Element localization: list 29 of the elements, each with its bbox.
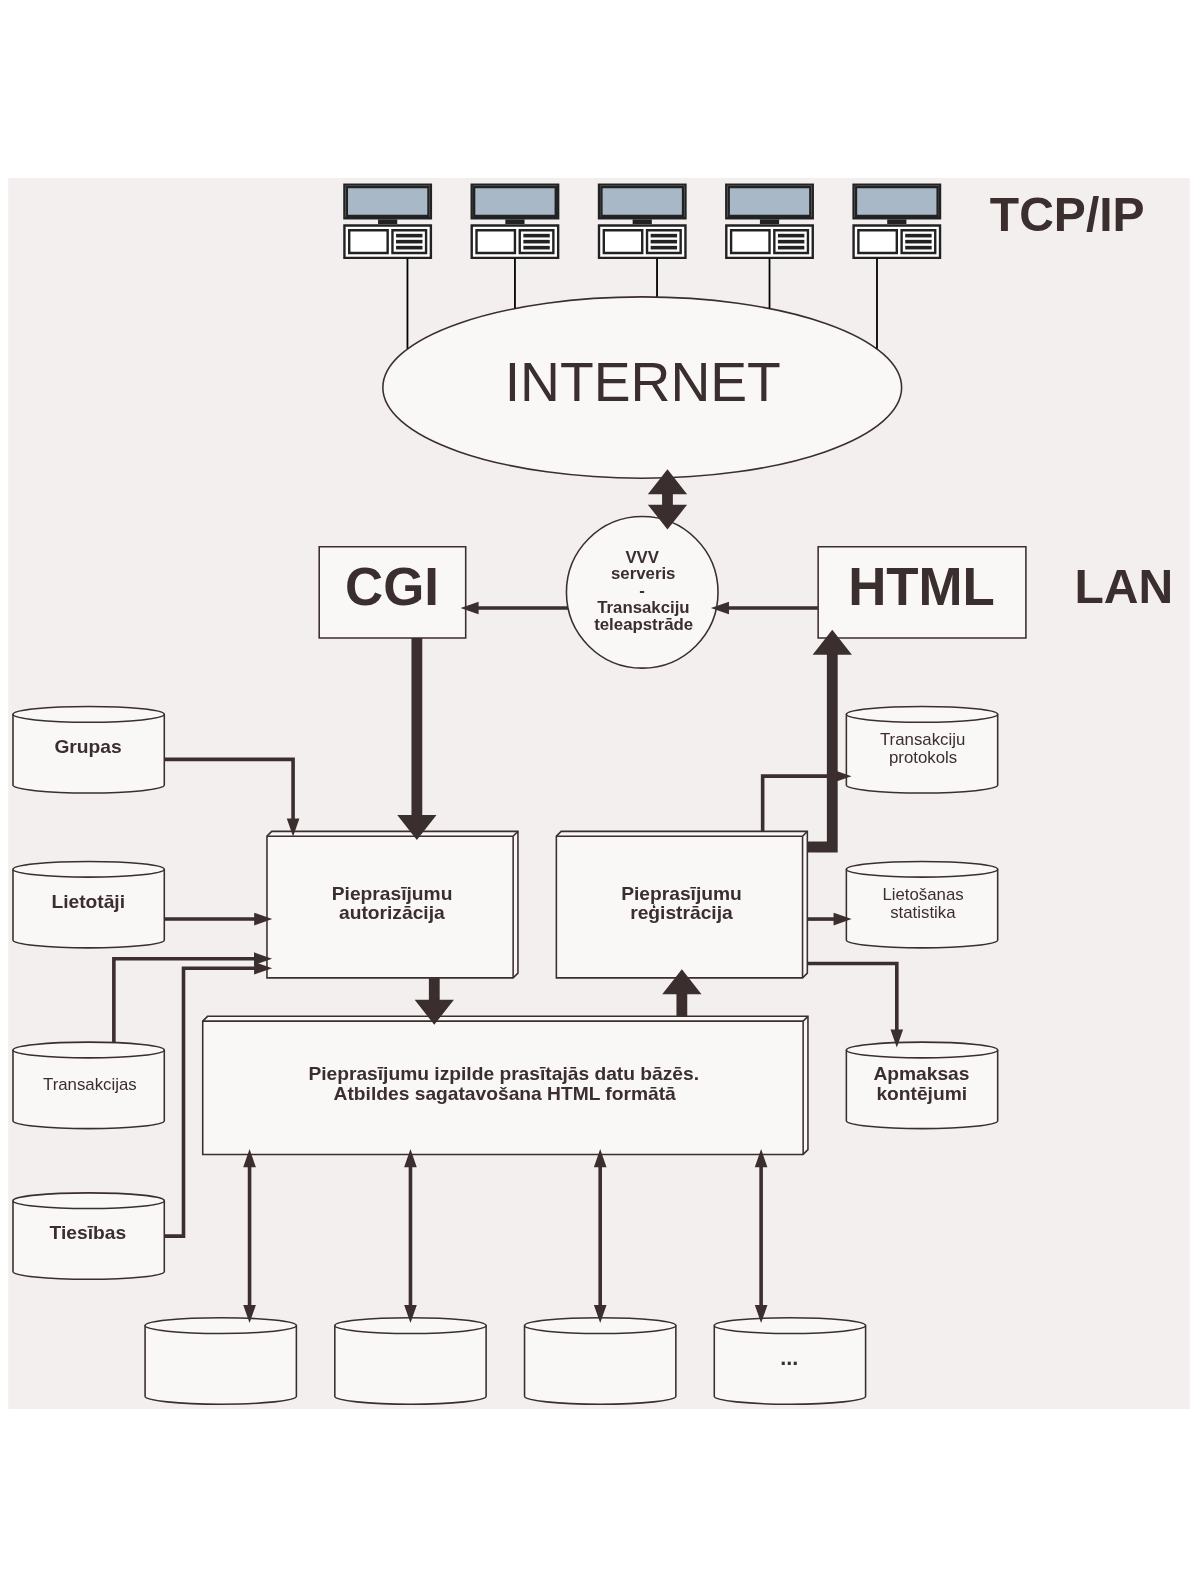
connector — [406, 257, 409, 350]
label: LAN — [1074, 560, 1174, 614]
arrow — [754, 1149, 768, 1324]
arrow — [414, 978, 454, 1025]
arrow — [243, 1149, 256, 1324]
arrow — [404, 1149, 417, 1324]
arrow — [112, 952, 273, 1043]
node-box: CGI — [318, 545, 467, 639]
arrow — [760, 769, 852, 832]
connector — [768, 257, 771, 310]
arrow — [460, 601, 568, 615]
arrow — [164, 912, 273, 926]
arrow — [397, 638, 437, 840]
arrow — [662, 969, 702, 1016]
arrow — [647, 469, 688, 530]
connector — [876, 257, 878, 350]
arrow — [164, 961, 273, 1238]
label: TCP/IP — [989, 188, 1145, 242]
node-box: HTML — [817, 545, 1027, 639]
arrow — [593, 1149, 607, 1324]
connector — [514, 257, 516, 310]
node-circle: VVV serveris - Transakciju teleapstrāde — [565, 515, 719, 669]
node-ellipse: INTERNET — [382, 296, 903, 479]
arrow — [807, 912, 852, 926]
arrow — [807, 629, 852, 853]
connector — [656, 257, 658, 298]
arrow — [164, 757, 300, 837]
arrow — [710, 601, 818, 615]
arrow — [807, 961, 904, 1048]
